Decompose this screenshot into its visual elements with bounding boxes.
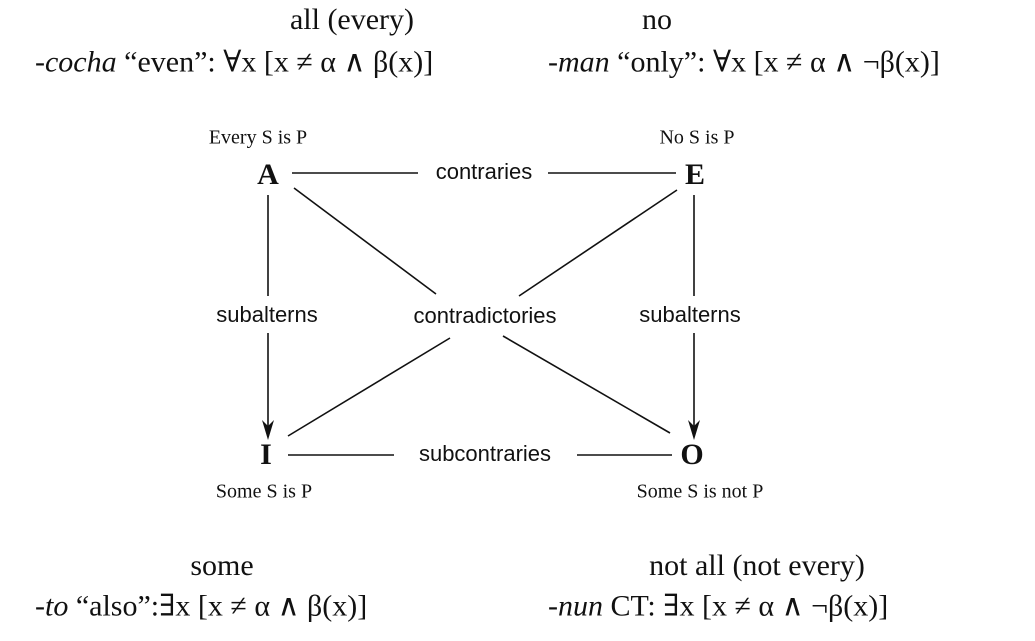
formula-man: -man “only”: ∀x [x ≠ α ∧ ¬β(x)] [548,45,940,80]
label-contradictories: contradictories [413,303,557,328]
gloss-no: no [642,3,672,36]
suffix-cocha: -cocha [35,45,117,79]
corner-o: O [680,438,704,471]
suffix-to: -to [35,589,69,623]
formula-cocha-text: “even”: ∀x [x ≠ α ∧ β(x)] [116,45,434,79]
corner-i: I [260,438,272,471]
label-subalterns-right: subalterns [639,302,741,327]
caption-a: Every S is P [208,126,308,149]
formula-to-text: “also”:∃x [x ≠ α ∧ β(x)] [68,589,368,623]
contradictory-e-i-lower [287,337,451,437]
label-subalterns-left: subalterns [216,302,318,327]
gloss-not-all: not all (not every) [649,549,865,582]
label-subcontraries: subcontraries [418,441,552,466]
gloss-all: all (every) [289,3,415,36]
arrow-head-left [262,420,274,440]
suffix-man: -man [548,45,610,79]
corner-a: A [257,158,279,191]
formula-to: -to “also”:∃x [x ≠ α ∧ β(x)] [35,589,367,624]
label-contraries: contraries [435,159,533,184]
formula-nun: -nun CT: ∃x [x ≠ α ∧ ¬β(x)] [548,589,888,624]
formula-man-text: “only”: ∀x [x ≠ α ∧ ¬β(x)] [609,45,940,79]
formula-cocha: -cocha “even”: ∀x [x ≠ α ∧ β(x)] [35,45,433,80]
corner-e: E [684,158,706,191]
contradictory-a-o-lower [502,335,671,434]
caption-e: No S is P [659,126,735,149]
caption-i: Some S is P [215,480,313,503]
caption-o: Some S is not P [636,480,764,503]
contradictory-e-i-upper [518,189,678,297]
suffix-nun: -nun [548,589,603,623]
gloss-some: some [190,549,254,582]
contradictory-a-o-upper [293,187,437,295]
arrow-head-right [688,420,700,440]
formula-nun-text: CT: ∃x [x ≠ α ∧ ¬β(x)] [603,589,889,623]
